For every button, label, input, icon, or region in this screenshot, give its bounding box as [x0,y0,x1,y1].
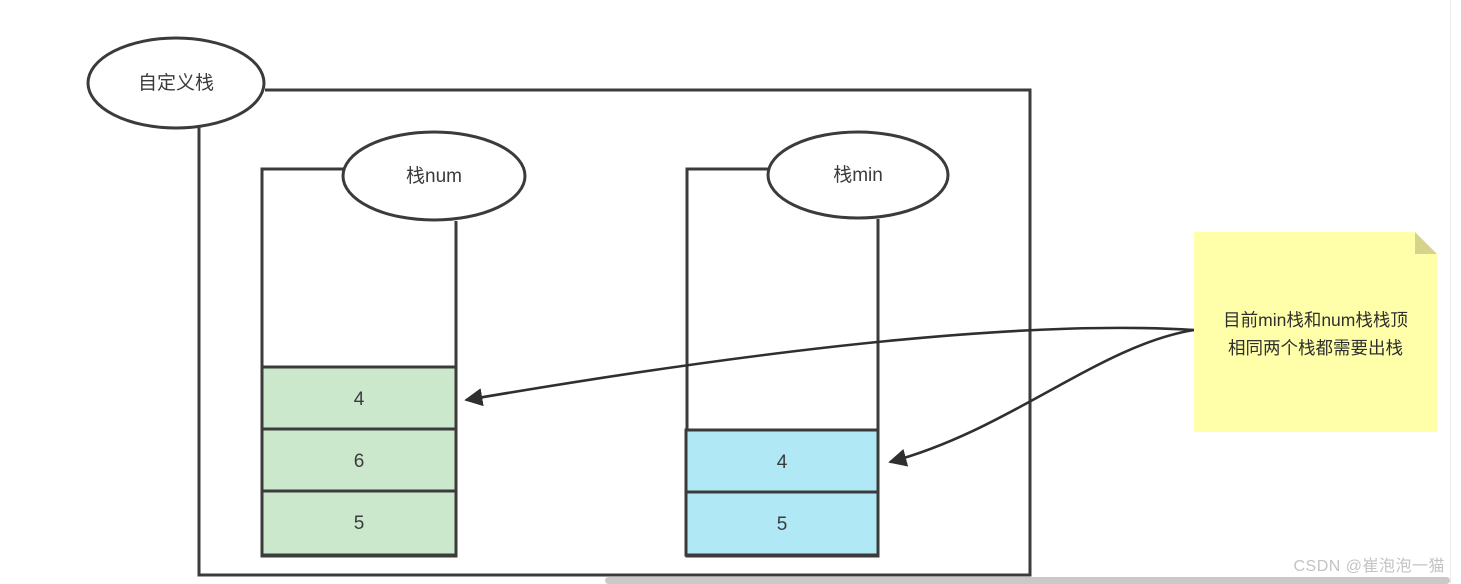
num-stack-cell-2-value: 5 [354,513,365,534]
node-num-stack-title[interactable]: 栈num [341,130,527,222]
min-stack-cell-0-value: 4 [777,452,788,473]
sticky-note[interactable] [1194,232,1437,432]
horizontal-scrollbar[interactable] [605,577,1450,584]
sticky-note-text: 目前min栈和num栈栈顶 相同两个栈都需要出栈 [1194,306,1437,362]
sticky-note-body [1194,232,1437,432]
outer-container-box [197,88,1032,577]
right-gutter [1451,0,1461,584]
vertical-scrollbar-track[interactable] [1450,0,1451,584]
node-custom-stack-label: 自定义栈 [138,72,214,94]
min-stack-cells: 4 5 [684,428,880,557]
min-stack-cell-0[interactable]: 4 [684,428,880,494]
num-stack-cell-1-value: 6 [354,451,365,472]
sticky-note-line-2: 相同两个栈都需要出栈 [1228,338,1403,358]
node-min-stack-title[interactable]: 栈min [766,130,950,220]
min-stack-group: 4 5 栈min [684,130,950,558]
num-stack-cells: 4 6 5 [260,365,458,557]
min-stack-cell-1-value: 5 [777,514,788,535]
min-stack-cell-1[interactable]: 5 [684,490,880,557]
num-stack-cell-0[interactable]: 4 [260,365,458,431]
node-min-stack-title-label: 栈min [833,164,883,186]
sticky-note-line-1: 目前min栈和num栈栈顶 [1223,310,1408,330]
csdn-watermark: CSDN @崔泡泡一猫 [1293,558,1445,575]
num-stack-cell-1[interactable]: 6 [260,427,458,493]
node-custom-stack[interactable]: 自定义栈 [86,36,266,130]
arrow-to-num-top [464,326,1195,407]
arrow-to-min-top [888,328,1195,467]
num-stack-cell-0-value: 4 [354,389,365,410]
node-num-stack-title-label: 栈num [406,165,462,187]
num-stack-cell-2[interactable]: 5 [260,489,458,557]
num-stack-group: 4 6 5 栈num [260,130,527,558]
sticky-note-fold-icon [1415,232,1437,254]
